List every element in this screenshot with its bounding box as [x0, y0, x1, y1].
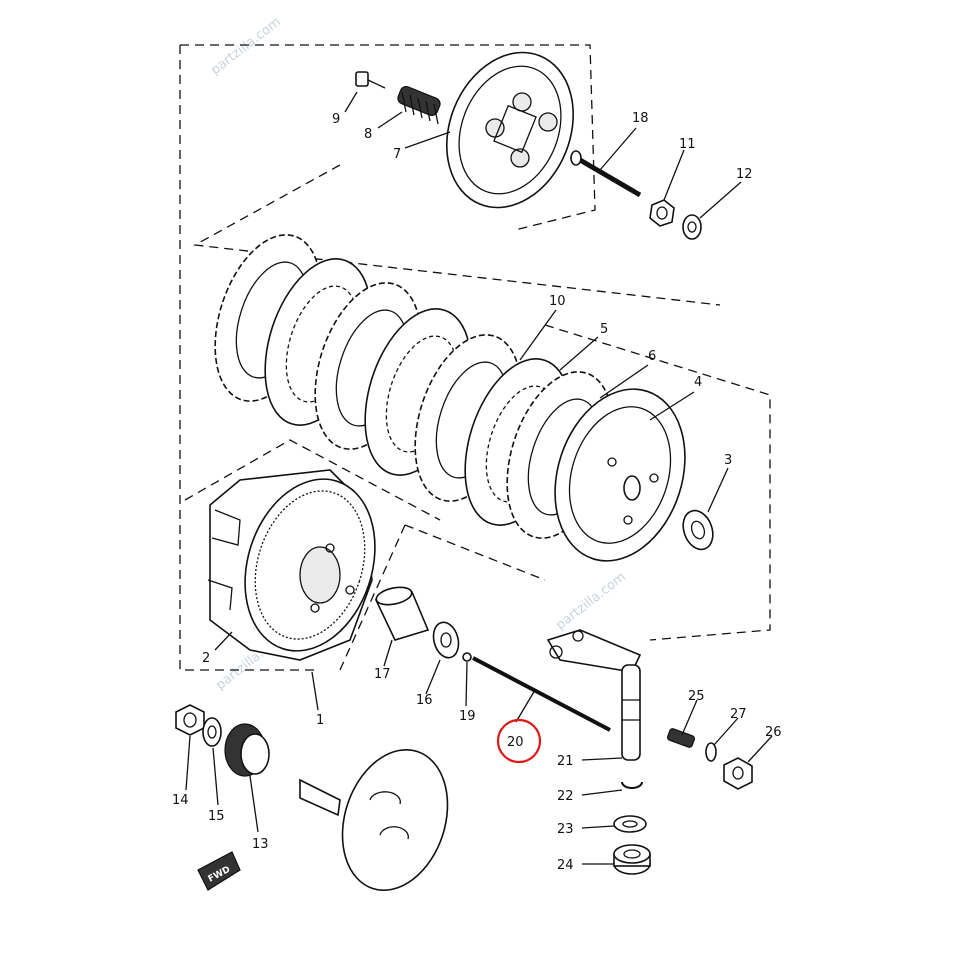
label-part-20: 20 [507, 735, 524, 750]
highlight-circle [496, 718, 542, 764]
adjusting-screw [666, 728, 696, 748]
clutch-spring [397, 85, 441, 125]
leader-lines [185, 91, 773, 865]
collar [374, 586, 430, 641]
label-part-24: 24 [557, 858, 574, 873]
label-part-2: 2 [202, 651, 210, 666]
label-part-3: 3 [724, 453, 732, 468]
label-part-7: 7 [393, 147, 401, 162]
oil-seal [613, 844, 651, 875]
push-rod-long [472, 656, 611, 732]
label-part-8: 8 [364, 127, 372, 142]
outline-housing [184, 439, 441, 521]
label-part-16: 16 [416, 693, 433, 708]
label-part-5: 5 [600, 322, 608, 337]
outline-housing-right [339, 524, 406, 671]
clutch-housing [207, 469, 376, 661]
label-part-19: 19 [459, 709, 476, 724]
push-lever-shaft [546, 629, 642, 761]
label-part-11: 11 [679, 137, 696, 152]
label-part-4: 4 [694, 375, 702, 390]
primary-drive-gear [224, 723, 270, 777]
label-part-22: 22 [557, 789, 574, 804]
label-part-14: 14 [172, 793, 189, 808]
part-labels: 9 8 7 18 11 12 10 5 6 4 3 2 1 17 16 19 2… [172, 111, 782, 873]
watermark-text: partzilla.com [208, 15, 284, 79]
label-part-12: 12 [736, 167, 753, 182]
watermark-text: partzilla.com [553, 570, 629, 634]
clutch-plate-stack [214, 234, 614, 539]
outline-plates-top [192, 164, 721, 306]
washer-16 [432, 621, 460, 659]
clutch-bolt [355, 71, 386, 89]
label-part-17: 17 [374, 667, 391, 682]
washer-12 [682, 214, 702, 240]
outline-top [180, 44, 596, 231]
crankshaft [299, 749, 449, 891]
label-part-21: 21 [557, 754, 574, 769]
locknut [649, 199, 675, 227]
o-ring-27 [705, 742, 717, 762]
washer-15 [202, 717, 222, 747]
label-part-18: 18 [632, 111, 649, 126]
thrust-washer [682, 509, 714, 551]
label-part-26: 26 [765, 725, 782, 740]
group-outlines [179, 44, 771, 671]
nut-14 [175, 704, 205, 736]
label-part-10: 10 [549, 294, 566, 309]
highlighted-part-callout[interactable]: 20 [496, 718, 542, 764]
nut-26 [723, 757, 753, 790]
steel-ball [462, 652, 472, 662]
label-part-27: 27 [730, 707, 747, 722]
clutch-boss [554, 388, 686, 562]
outline-plates-right [544, 324, 771, 641]
label-part-1: 1 [316, 713, 324, 728]
label-part-23: 23 [557, 822, 574, 837]
fwd-mark: FWD [197, 851, 241, 891]
label-part-25: 25 [688, 689, 705, 704]
label-part-9: 9 [332, 112, 340, 127]
label-part-13: 13 [252, 837, 269, 852]
outline-push-top [404, 524, 546, 581]
pressure-plate [446, 51, 574, 209]
label-part-15: 15 [208, 809, 225, 824]
circlip [621, 781, 643, 789]
push-rod-short [570, 150, 642, 198]
label-part-6: 6 [648, 349, 656, 364]
washer-23 [613, 815, 647, 833]
